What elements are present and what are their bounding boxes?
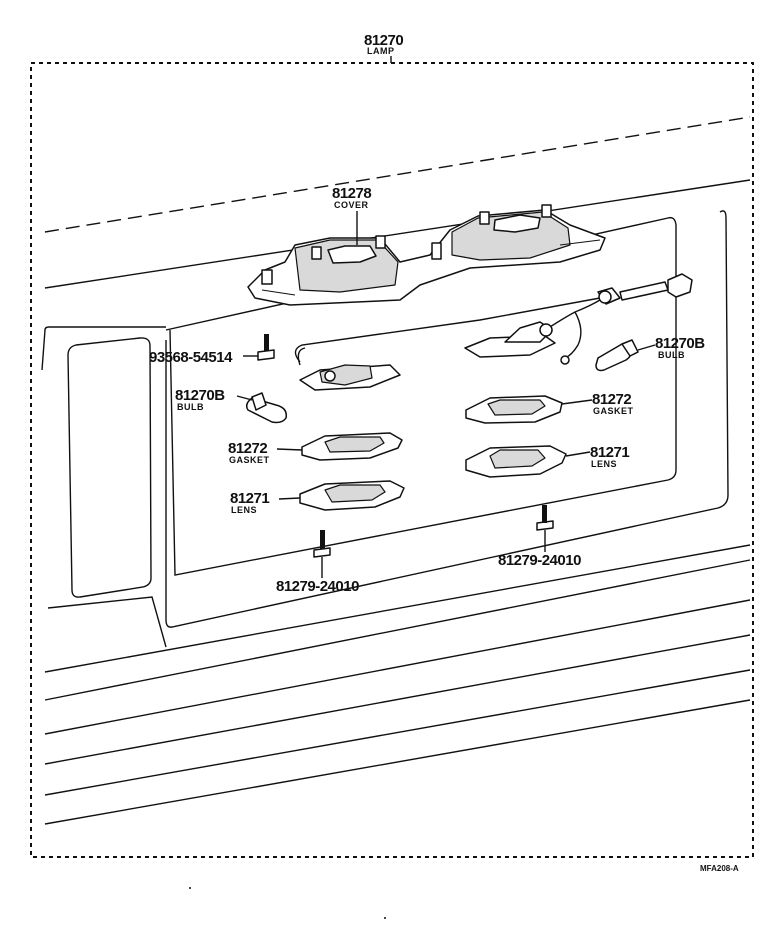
screw-left-number: 81279-24010 xyxy=(276,578,359,595)
screw-left-part xyxy=(313,530,331,558)
gasket-left-callout: 81272 GASKET xyxy=(228,440,303,465)
gasket-left-number: 81272 xyxy=(228,440,267,457)
bulb-left-number: 81270B xyxy=(175,387,225,404)
cover-number: 81278 xyxy=(332,185,371,202)
gasket-left-name: GASKET xyxy=(229,455,270,465)
screw-left-callout: 81279-24010 xyxy=(276,557,360,595)
reference-code: MFA208-A xyxy=(700,864,739,873)
lens-left-part xyxy=(299,480,405,511)
cover-part xyxy=(247,204,606,306)
assembly-number: 81270 xyxy=(364,32,403,49)
screw-right-callout: 81279-24010 xyxy=(498,530,582,569)
left-socket xyxy=(299,364,401,391)
lens-right-part xyxy=(465,445,567,478)
screw-top-part xyxy=(257,334,275,361)
bulb-left-name: BULB xyxy=(177,402,204,412)
gasket-right-callout: 81272 GASKET xyxy=(561,391,634,416)
gasket-left-part xyxy=(301,432,403,461)
lens-left-callout: 81271 LENS xyxy=(230,490,301,515)
gasket-right-number: 81272 xyxy=(592,391,631,408)
cover-name: COVER xyxy=(334,200,369,210)
bulb-right-part xyxy=(595,339,639,372)
cover-callout: 81278 COVER xyxy=(332,185,372,245)
assembly-frame xyxy=(30,62,754,858)
lens-right-number: 81271 xyxy=(590,444,629,461)
lens-right-callout: 81271 LENS xyxy=(565,444,630,469)
screw-top-callout: 93568-54514 xyxy=(149,349,258,366)
assembly-callout: 81270 LAMP xyxy=(364,32,404,63)
bulb-right-name: BULB xyxy=(658,350,685,360)
bulb-right-callout: 81270B BULB xyxy=(637,335,706,360)
bulb-right-number: 81270B xyxy=(655,335,705,352)
gasket-right-name: GASKET xyxy=(593,406,634,416)
vehicle-body-outline xyxy=(41,116,751,825)
lens-left-number: 81271 xyxy=(230,490,269,507)
screw-right-number: 81279-24010 xyxy=(498,552,581,569)
bulb-left-part xyxy=(245,392,288,424)
screw-right-part xyxy=(536,505,554,531)
lens-left-name: LENS xyxy=(231,505,257,515)
right-socket xyxy=(464,321,556,358)
assembly-name: LAMP xyxy=(367,46,395,56)
lens-right-name: LENS xyxy=(591,459,617,469)
bulb-left-callout: 81270B BULB xyxy=(175,387,253,412)
gasket-right-part xyxy=(465,395,563,424)
screw-top-number: 93568-54514 xyxy=(149,349,233,366)
